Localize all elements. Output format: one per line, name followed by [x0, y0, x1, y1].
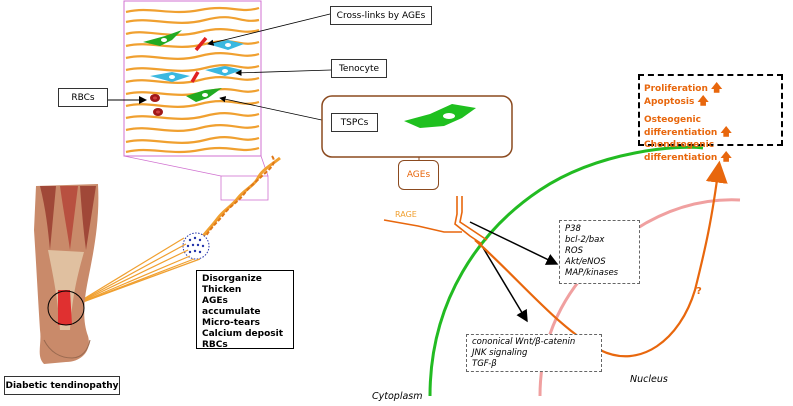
tspcs-label: TSPCs [331, 113, 378, 132]
signal-arrow-1 [469, 221, 559, 265]
pathway-box-wnt: cononical Wnt/β-catenin JNK signaling TG… [466, 334, 602, 372]
tendon-lesion [58, 290, 72, 325]
pathology-item: Disorganize [202, 274, 262, 284]
rage-receptor [454, 196, 483, 245]
pathology-item: Calcium deposit [202, 329, 284, 339]
tendon-zoom-panel [123, 0, 262, 157]
crosslink-mark [190, 71, 200, 83]
rbcs-label: RBCs [58, 88, 108, 107]
outcome-row: Osteogenic differentiation 🡅 [644, 114, 777, 139]
outcome-label: Chondrogenic differentiation [644, 140, 718, 163]
up-arrow-icon: 🡅 [711, 81, 723, 94]
outcome-label: Osteogenic differentiation [644, 115, 718, 138]
pathology-item: AGEs accumulate [202, 296, 261, 317]
tenocyte-label: Tenocyte [331, 59, 387, 78]
up-arrow-icon: 🡅 [697, 94, 709, 107]
ages-box: AGEs [398, 160, 439, 190]
leg-illustration [34, 184, 99, 364]
nucleus-label: Nucleus [630, 374, 668, 385]
zoom-region [220, 175, 269, 201]
pathway-item: MAP/kinases [565, 268, 619, 278]
rage-label: RAGE [395, 210, 417, 219]
pathway-box-mapk: P38 bcl-2/bax ROS Akt/eNOS MAP/kinases [559, 220, 640, 284]
pathway-item: cononical Wnt/β-catenin [472, 337, 576, 347]
pathology-list-box: Disorganize Thicken AGEs accumulate Micr… [196, 270, 294, 350]
signal-arrow-2 [481, 245, 528, 323]
pathway-item: Akt/eNOS [565, 257, 606, 267]
crosslink-mark [194, 36, 208, 52]
collagen-helix [198, 155, 281, 241]
up-arrow-icon: 🡅 [720, 150, 732, 163]
outcome-label: Proliferation [644, 84, 708, 94]
outcomes-box: Proliferation 🡅 Apoptosis 🡅 Osteogenic d… [638, 74, 783, 163]
diabetic-tendinopathy-label: Diabetic tendinopathy [4, 376, 120, 395]
outcome-label: Apoptosis [644, 97, 695, 107]
lesion-circle [47, 290, 85, 326]
outcome-row: Proliferation 🡅 [644, 82, 777, 95]
tspc-cell [143, 30, 182, 46]
pathology-item: Micro-tears [202, 318, 261, 328]
nuclear-signal-arrow [474, 160, 728, 358]
crosslinks-label: Cross-links by AGEs [330, 6, 432, 25]
cytoplasm-label: Cytoplasm [372, 391, 423, 402]
pathway-item: P38 [565, 224, 581, 234]
outcome-row: Apoptosis 🡅 [644, 95, 777, 108]
up-arrow-icon: 🡅 [720, 125, 732, 138]
question-mark: ? [696, 286, 702, 297]
pathway-item: JNK signaling [472, 348, 528, 358]
pathway-item: ROS [565, 246, 583, 256]
pathology-item: RBCs [202, 340, 228, 350]
outcome-row: Chondrogenic differentiation 🡅 [644, 139, 777, 164]
tspc-cell-large [404, 104, 476, 128]
collagen-fibers [125, 6, 260, 154]
pathway-item: bcl-2/bax [565, 235, 605, 245]
pathway-item: TGF-β [472, 359, 497, 369]
fascicle-fan-lines [71, 237, 201, 307]
pathology-item: Thicken [202, 285, 242, 295]
cytoplasm-membrane [428, 145, 704, 397]
